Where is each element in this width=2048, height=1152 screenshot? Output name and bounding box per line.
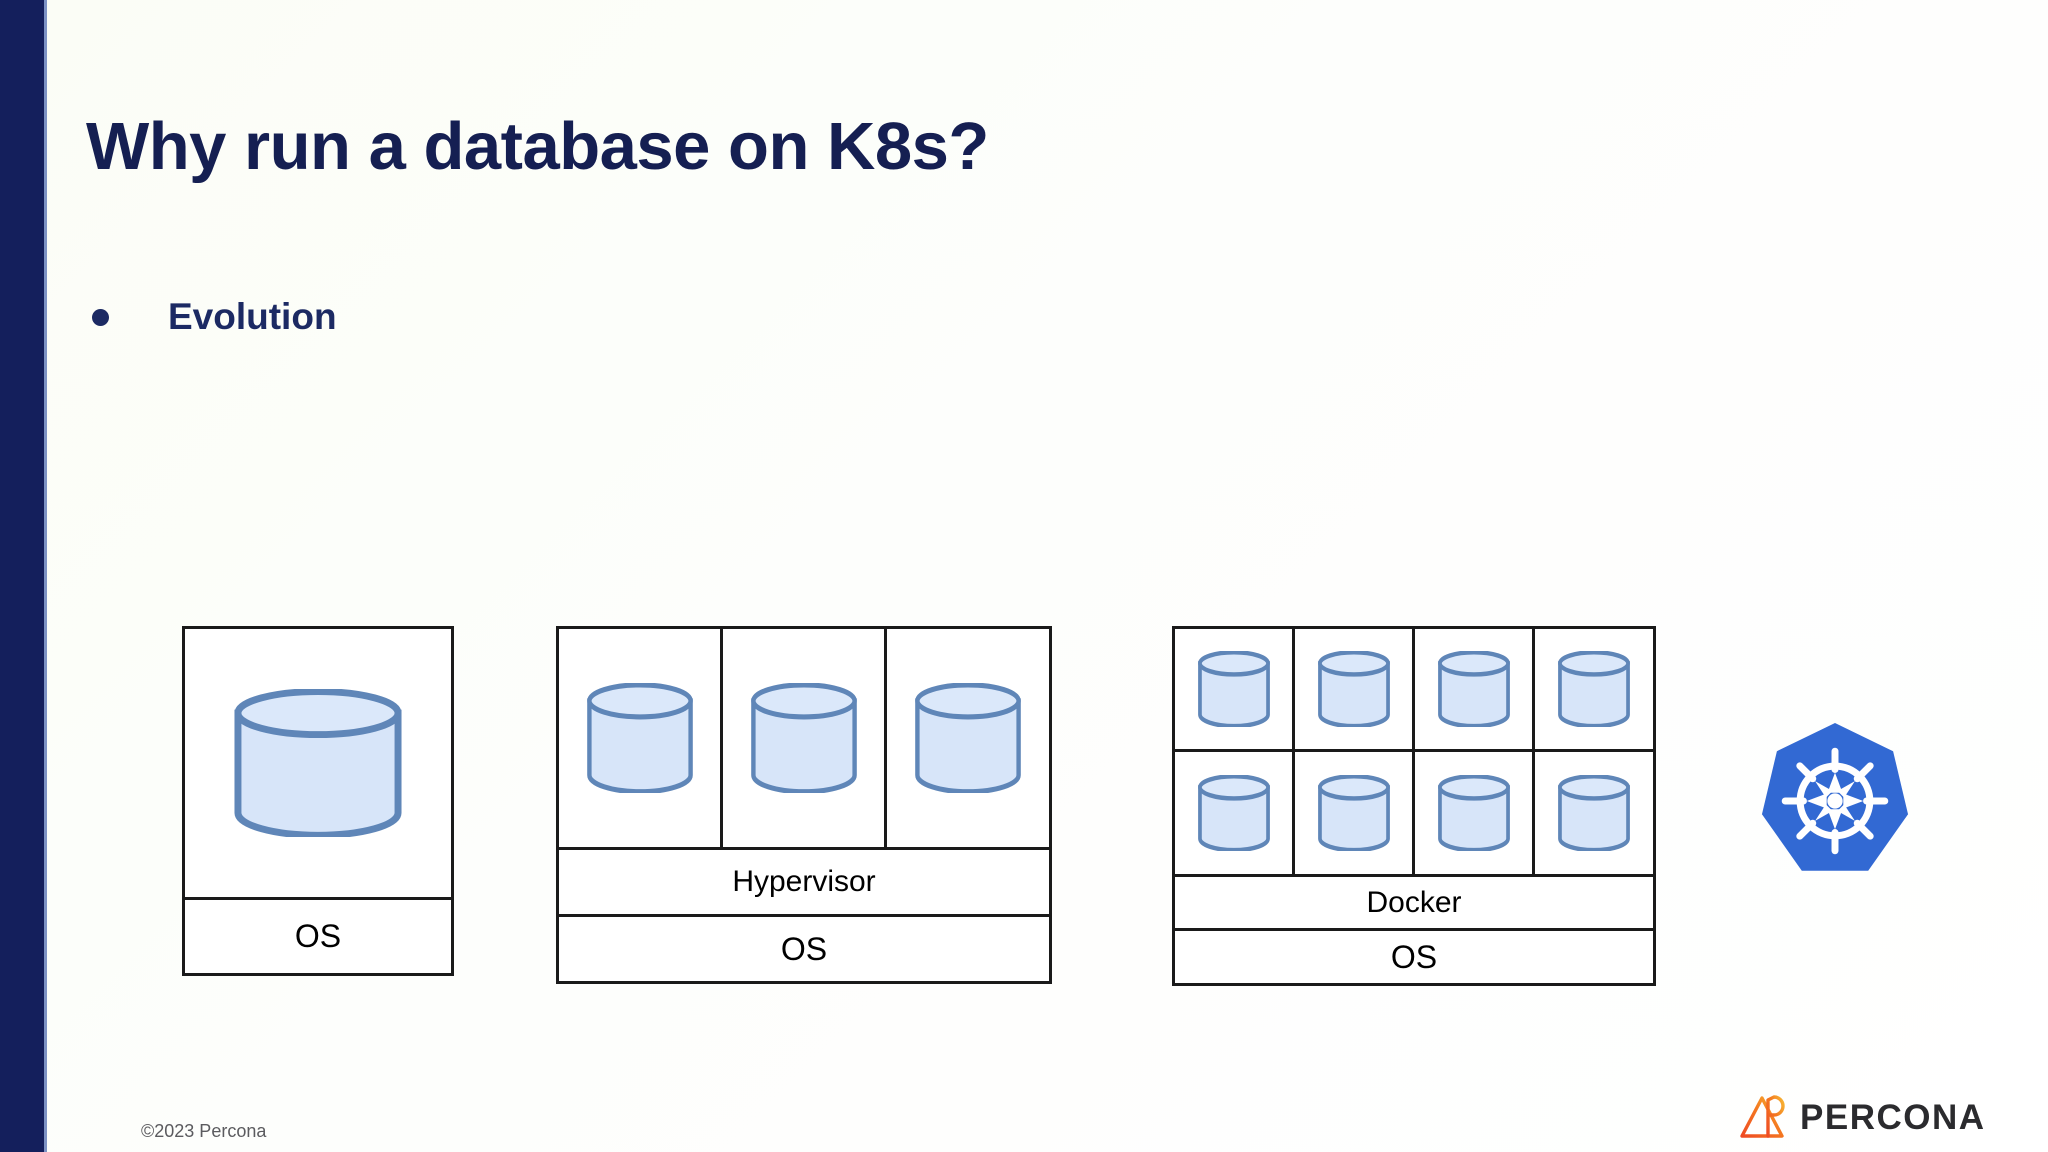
database-cylinder-icon [1437, 775, 1511, 851]
database-cylinder-icon [585, 683, 695, 793]
database-cylinder-icon [1317, 775, 1391, 851]
vm-cell [887, 629, 1049, 847]
layer-row-os: OS [559, 914, 1049, 981]
container-cell [1295, 752, 1415, 874]
vm-cell [723, 629, 887, 847]
database-cylinder-icon [1317, 651, 1391, 727]
container-cell [1535, 629, 1653, 749]
stack-containerized: Docker OS [1172, 626, 1656, 986]
container-cell [1415, 629, 1535, 749]
bullet-list-item: Evolution [92, 296, 337, 338]
container-cell [1535, 752, 1653, 874]
layer-row-os: OS [185, 897, 451, 973]
layer-row-docker: Docker [1175, 874, 1653, 928]
percona-triangle-icon [1738, 1094, 1790, 1140]
stack-virtualized: Hypervisor OS [556, 626, 1052, 984]
percona-logo: PERCONA [1738, 1094, 1984, 1140]
vm-cell [185, 629, 451, 897]
container-grid-row [1175, 752, 1653, 874]
container-cell [1175, 752, 1295, 874]
copyright-text: ©2023 Percona [141, 1121, 267, 1141]
container-cell [1295, 629, 1415, 749]
database-cylinder-icon [1197, 651, 1271, 727]
database-cylinder-icon [1197, 775, 1271, 851]
stack-bare-metal-db-area [185, 629, 451, 897]
database-cylinder-icon [1557, 651, 1631, 727]
vm-cell [559, 629, 723, 847]
stack-bare-metal: OS [182, 626, 454, 976]
database-cylinder-icon [749, 683, 859, 793]
container-cell [1175, 629, 1295, 749]
database-cylinder-icon [231, 689, 405, 837]
left-accent-bar [0, 0, 44, 1152]
database-cylinder-icon [1437, 651, 1511, 727]
bullet-item-label: Evolution [168, 296, 337, 337]
database-cylinder-icon [913, 683, 1023, 793]
database-cylinder-icon [1557, 775, 1631, 851]
bullet-dot-icon [92, 308, 109, 326]
kubernetes-helm-logo [1752, 716, 1918, 886]
page-title: Why run a database on K8s? [86, 109, 989, 184]
percona-wordmark: PERCONA [1800, 1097, 1986, 1137]
layer-row-hypervisor: Hypervisor [559, 847, 1049, 914]
container-grid-row [1175, 629, 1653, 752]
left-accent-bar-edge [44, 0, 47, 1152]
container-cell [1415, 752, 1535, 874]
layer-row-os: OS [1175, 928, 1653, 983]
stack-virtualized-db-area [559, 629, 1049, 847]
